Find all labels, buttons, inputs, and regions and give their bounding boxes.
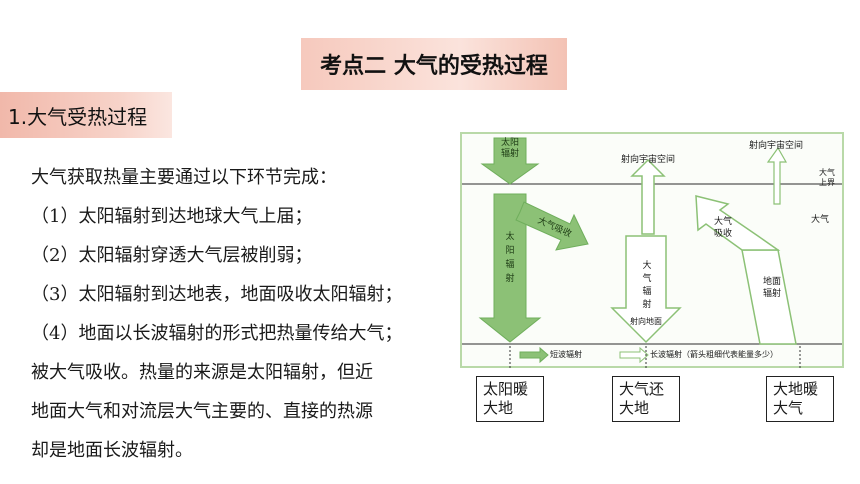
result-box-earth-warms-atmosphere: 大地暖大气: [766, 376, 834, 422]
body-line: 却是地面长波辐射。: [31, 440, 193, 461]
body-line: （2）太阳辐射穿透大气层被削弱；: [31, 245, 313, 266]
section-heading-text: 1.大气受热过程: [8, 104, 148, 129]
atmosphere-upper-label: 大气上界: [819, 168, 835, 187]
result-text: 太阳暖大地: [483, 380, 529, 417]
heating-process-diagram: 太阳辐射 太阳辐射 大气吸收 射向宇宙空间 射向宇宙空间 大气上界 大气 大气吸…: [460, 132, 844, 370]
result-text: 大气还大地: [619, 380, 665, 417]
solar-top-label: 太阳辐射: [500, 138, 519, 159]
atmosphere-absorb-label-2: 大气吸收: [713, 217, 732, 239]
solar-radiation-top-arrow: [480, 137, 540, 185]
section-heading: 1.大气受热过程: [0, 92, 172, 138]
legend-short-label: 短波辐射: [550, 350, 582, 359]
legend-short-wave-icon: [519, 346, 549, 364]
atmosphere-radiation-label: 大气辐射: [642, 261, 652, 310]
atmosphere-absorb-hollow-arrow: [695, 195, 781, 251]
page-title: 考点二 大气的受热过程: [301, 38, 567, 90]
body-line: （1）太阳辐射到达地球大气上届；: [31, 206, 313, 227]
to-space-label-1: 射向宇宙空间: [620, 155, 675, 165]
atmosphere-absorb-arrow: [515, 201, 589, 251]
ground-radiation-label: 地面辐射: [762, 277, 781, 299]
body-line: （4）地面以长波辐射的形式把热量传给大气；: [31, 323, 403, 344]
body-paragraph: 大气获取热量主要通过以下环节完成： （1）太阳辐射到达地球大气上届； （2）太阳…: [31, 158, 461, 470]
space-radiation-arrow: [630, 158, 666, 235]
page-title-text: 考点二 大气的受热过程: [320, 54, 548, 79]
to-space-label-2: 射向宇宙空间: [748, 141, 803, 151]
body-line: （3）太阳辐射到达地表，地面吸收太阳辐射；: [31, 284, 403, 305]
body-line: 被大气吸收。热量的来源是太阳辐射，但近: [31, 362, 373, 383]
body-line: 地面大气和对流层大气主要的、直接的热源: [31, 401, 373, 422]
body-line: 大气获取热量主要通过以下环节完成：: [31, 167, 337, 188]
result-text: 大地暖大气: [773, 380, 819, 417]
diagram-svg: [460, 132, 844, 368]
to-ground-label: 射向地面: [630, 317, 662, 326]
ground-to-space-arrow: [766, 146, 788, 205]
atmosphere-label: 大气: [810, 215, 829, 225]
result-box-atmosphere-returns-earth: 大气还大地: [612, 376, 680, 422]
solar-down-label: 太阳辐射: [505, 232, 515, 284]
legend-long-label: 长波辐射（箭头粗细代表能量多少）: [650, 350, 778, 359]
legend-long-wave-icon: [619, 346, 649, 364]
result-box-sun-warms-earth: 太阳暖大地: [476, 376, 544, 422]
atmosphere-radiation-arrow: [610, 235, 682, 344]
